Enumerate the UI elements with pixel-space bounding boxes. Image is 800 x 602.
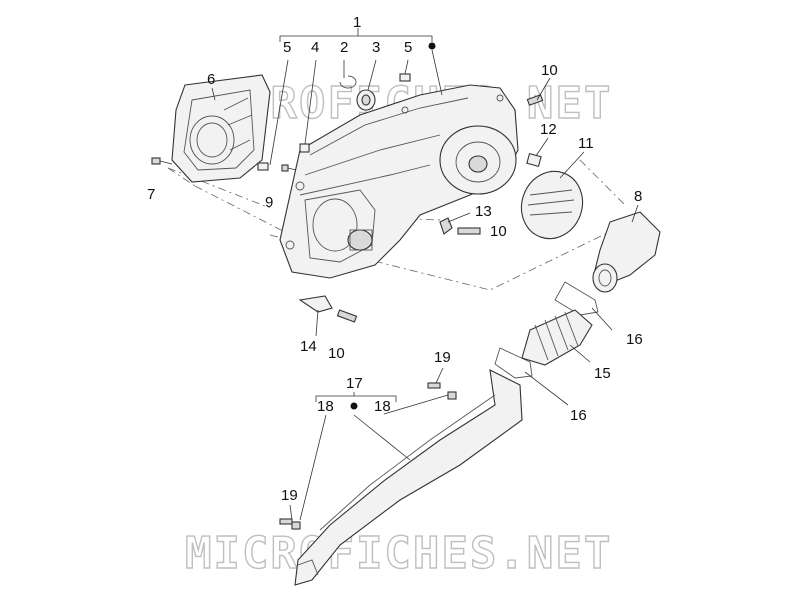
callout-16-bottom: 16 bbox=[570, 407, 587, 424]
callout-labels: 1 5 4 2 3 5 6 7 9 10 12 11 8 13 10 14 10… bbox=[147, 14, 643, 504]
clamp-parts-16 bbox=[494, 281, 599, 379]
bearing-part-3 bbox=[356, 89, 376, 111]
callout-18-right: 18 bbox=[374, 398, 391, 415]
callout-2: 2 bbox=[340, 39, 348, 56]
bullet-dot-top bbox=[428, 42, 436, 50]
callout-16-top: 16 bbox=[626, 331, 643, 348]
duct-part-17 bbox=[294, 369, 523, 586]
bolt-part-7 bbox=[151, 157, 173, 165]
leader-lines bbox=[211, 28, 639, 521]
bracket-part-14 bbox=[298, 295, 333, 313]
bolt-parts-10 bbox=[336, 94, 544, 323]
callout-10-bottom: 10 bbox=[328, 345, 345, 362]
nut-part-12 bbox=[526, 152, 542, 168]
air-intake-part-8 bbox=[592, 211, 661, 293]
watermark-bottom: MICROFICHES.NET bbox=[185, 528, 612, 579]
screw-parts-19 bbox=[279, 382, 457, 530]
callout-14: 14 bbox=[300, 338, 317, 355]
dowel-parts-5 bbox=[257, 73, 411, 171]
circlip-part-2 bbox=[339, 75, 357, 89]
callout-13: 13 bbox=[475, 203, 492, 220]
callout-5-right: 5 bbox=[404, 39, 412, 56]
callout-10-top: 10 bbox=[541, 62, 558, 79]
callout-9: 9 bbox=[265, 194, 273, 211]
callout-18-left: 18 bbox=[317, 398, 334, 415]
clip-part-13 bbox=[439, 217, 453, 235]
gasket-part-6 bbox=[171, 74, 271, 183]
bullet-dot-bottom bbox=[350, 402, 358, 410]
transmission-cover-part-1 bbox=[279, 84, 519, 279]
callout-19-bottom: 19 bbox=[281, 487, 298, 504]
callout-10-middle: 10 bbox=[490, 223, 507, 240]
callout-17: 17 bbox=[346, 375, 363, 392]
callout-5-left: 5 bbox=[283, 39, 291, 56]
callout-19-top: 19 bbox=[434, 349, 451, 366]
callout-6: 6 bbox=[207, 71, 215, 88]
callout-15: 15 bbox=[594, 365, 611, 382]
callout-12: 12 bbox=[540, 121, 557, 138]
callout-8: 8 bbox=[634, 188, 642, 205]
callout-1: 1 bbox=[353, 14, 361, 31]
bush-part-4 bbox=[299, 143, 310, 153]
bellows-hose-part-15 bbox=[521, 309, 593, 366]
callout-3: 3 bbox=[372, 39, 380, 56]
callout-11: 11 bbox=[578, 135, 594, 152]
cap-part-11 bbox=[520, 170, 584, 240]
screw-part-9 bbox=[281, 164, 297, 172]
callout-4: 4 bbox=[311, 39, 319, 56]
callout-7: 7 bbox=[147, 186, 155, 203]
